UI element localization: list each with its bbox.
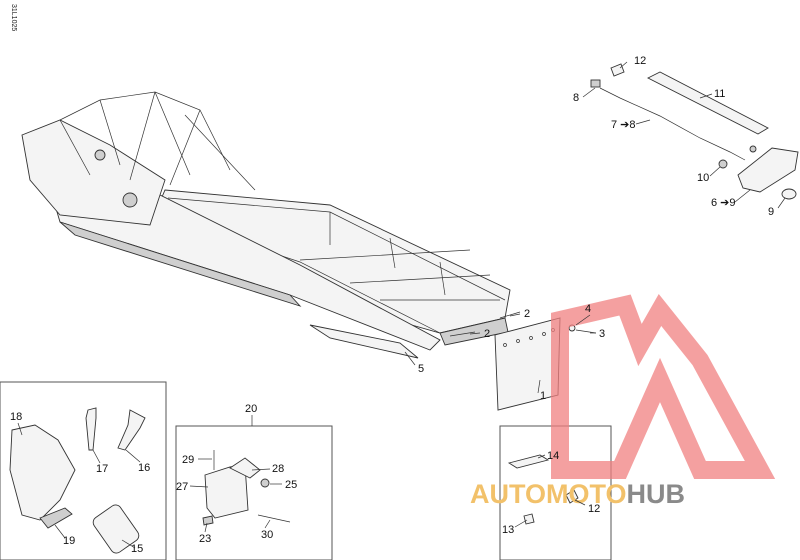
- watermark-hub: HUB: [627, 479, 686, 509]
- svg-text:AUTOMOTOHUB: AUTOMOTOHUB: [470, 479, 685, 509]
- part-9-lamp: [781, 188, 797, 200]
- reference-code: 31L1025: [10, 4, 17, 31]
- callout-6-to-9: 6 ➔9: [711, 197, 736, 209]
- part-6-tail-light: [737, 147, 799, 193]
- tool-kit-frame: [0, 381, 167, 560]
- callout-12-bottom: 12: [588, 503, 600, 515]
- callout-2-upper: 2: [524, 308, 530, 320]
- callout-9: 9: [768, 206, 774, 218]
- part-25-nut: [260, 478, 270, 488]
- part-30-bolt: [257, 514, 291, 523]
- callout-19: 19: [63, 535, 75, 547]
- bracket-kit-frame: [175, 425, 333, 560]
- part-28-mount: [229, 457, 261, 479]
- callout-28: 28: [272, 463, 284, 475]
- part-10-nut: [718, 159, 728, 169]
- callout-23: 23: [199, 533, 211, 545]
- callout-10: 10: [697, 172, 709, 184]
- part-23-bolt: [202, 515, 214, 526]
- callout-3: 3: [599, 328, 605, 340]
- callout-30: 30: [261, 529, 273, 541]
- part-27-bracket: [204, 464, 249, 519]
- callout-4: 4: [585, 303, 591, 315]
- callout-29: 29: [182, 454, 194, 466]
- watermark-moto: MOTO: [546, 479, 627, 509]
- part-16-spanner: [117, 409, 146, 451]
- part-19-strap: [39, 507, 73, 529]
- callout-11: 11: [714, 88, 725, 100]
- callout-20: 20: [245, 403, 257, 415]
- callout-5: 5: [418, 363, 424, 375]
- part-13-clip: [523, 513, 535, 525]
- callout-1: 1: [540, 390, 546, 402]
- callout-25: 25: [285, 479, 297, 491]
- leader-lines: [17, 61, 786, 549]
- callout-13: 13: [502, 524, 514, 536]
- part-7-wiring-harness: [599, 87, 746, 161]
- watermark-logo: AUTOMOTOHUB: [470, 294, 776, 509]
- callout-2-lower: 2: [484, 328, 490, 340]
- part-11-light-strip: [647, 71, 769, 135]
- callout-17: 17: [96, 463, 108, 475]
- part-2-screw-lower: [449, 331, 476, 337]
- watermark-auto: AUTO: [470, 479, 546, 509]
- part-8-connector: [590, 79, 601, 88]
- part-5-side-strip: [309, 324, 419, 359]
- callout-15: 15: [131, 543, 143, 555]
- callout-27: 27: [176, 481, 188, 493]
- callout-14: 14: [547, 450, 559, 462]
- callout-12-top: 12: [634, 55, 646, 67]
- part-17-wrench: [85, 407, 97, 451]
- part-14-deflector: [507, 454, 550, 469]
- part-12-grommet-b: [565, 489, 579, 504]
- callout-16: 16: [138, 462, 150, 474]
- callout-7-to-8: 7 ➔8: [611, 119, 636, 131]
- part-3-bolt: [575, 329, 597, 334]
- chassis-frame: [21, 91, 511, 351]
- part-15-spark-plug-case: [92, 504, 140, 554]
- callout-18: 18: [10, 411, 22, 423]
- part-18-tool-bag: [9, 424, 76, 521]
- callout-8: 8: [573, 92, 579, 104]
- part-2-screw-upper: [499, 311, 521, 319]
